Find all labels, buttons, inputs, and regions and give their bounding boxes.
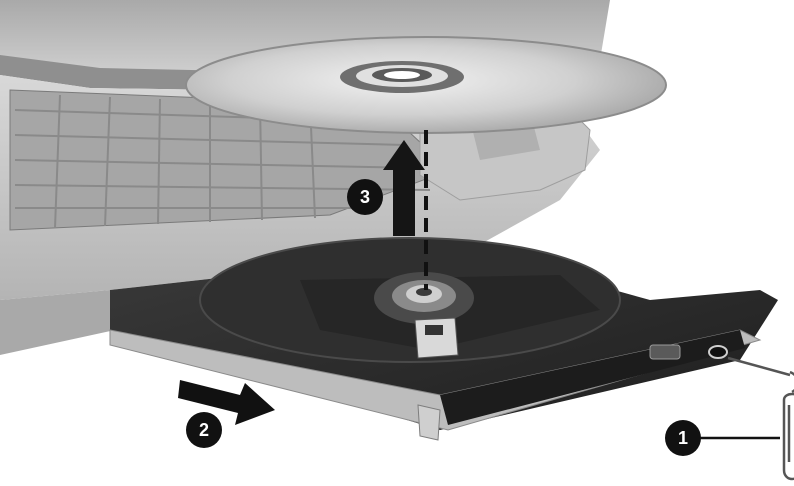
callout-3-label: 3 (360, 187, 370, 207)
callout-2-label: 2 (199, 420, 209, 440)
spindle (374, 272, 474, 324)
paperclip-icon (728, 358, 794, 479)
disc-icon (186, 37, 666, 133)
callout-3: 3 (347, 179, 383, 215)
callout-1-label: 1 (678, 428, 688, 448)
callout-1: 1 (665, 420, 701, 456)
callout-2: 2 (186, 412, 222, 448)
